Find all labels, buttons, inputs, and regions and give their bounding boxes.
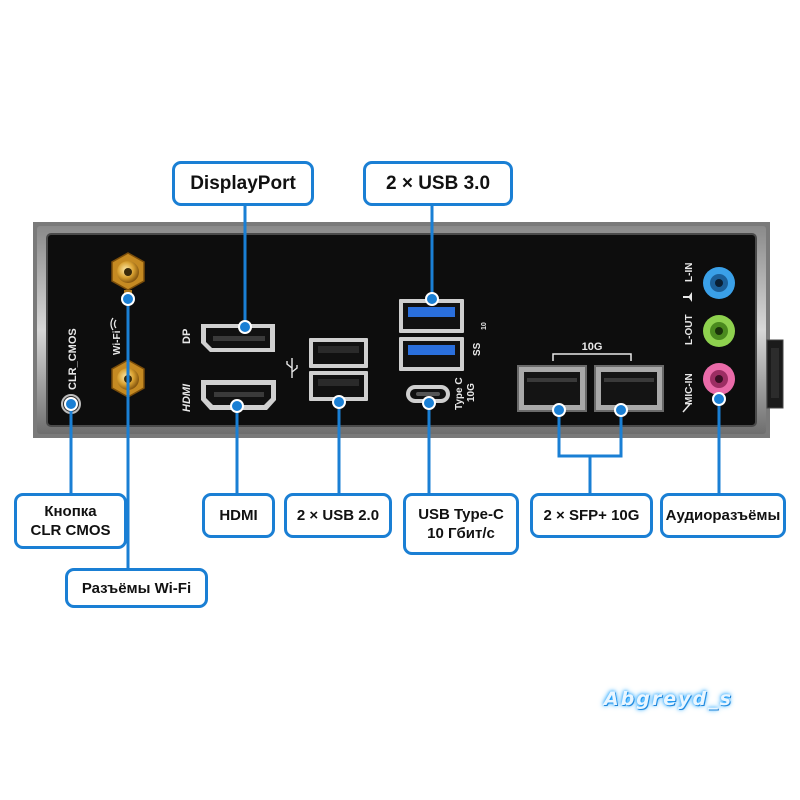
speaker-icon [683, 292, 692, 302]
sfp-group-panel-label: 10G [582, 341, 603, 353]
mic-in-panel-label: MIC-IN [684, 373, 695, 405]
leader-lines [69, 193, 721, 571]
line-out-panel-label: L-OUT [684, 314, 695, 345]
audio-jack-line-out[interactable] [703, 315, 735, 347]
leader-dots [64, 292, 726, 417]
usb3-callout-text: 2 × USB 3.0 [385, 172, 491, 194]
displayport-callout: DisplayPort [172, 161, 314, 206]
typec-panel-label: Type C [454, 377, 465, 410]
watermark-logo: Abgreyd_s [604, 688, 733, 710]
usb2-callout-text: 2 × USB 2.0 [296, 507, 380, 524]
hdmi-callout: HDMI [202, 493, 275, 538]
hdmi-port[interactable] [201, 380, 276, 410]
hdmi-callout-text: HDMI [219, 507, 258, 524]
audio-jack-mic-in[interactable] [703, 363, 735, 395]
sfp-port-left[interactable] [517, 365, 587, 412]
clr-cmos-callout-line2: CLR CMOS [30, 522, 111, 539]
audio-callout-text: Аудиоразъёмы [665, 507, 781, 524]
displayport-port[interactable] [201, 324, 275, 352]
usb-type-c-port[interactable] [406, 385, 450, 403]
wifi-callout-text: Разъёмы Wi-Fi [81, 579, 192, 597]
line-in-panel-label: L-IN [684, 263, 695, 282]
usb-type-c-callout: USB Type-C 10 Гбит/с [403, 493, 519, 555]
usb3-port-top[interactable] [399, 299, 464, 333]
sfp-callout: 2 × SFP+ 10G [530, 493, 653, 538]
usb-type-c-callout-line2: 10 Гбит/с [427, 525, 495, 542]
dp-panel-label: DP [181, 329, 193, 344]
microphone-icon [682, 403, 691, 413]
displayport-callout-text: DisplayPort [190, 172, 296, 194]
sfp-port-right[interactable] [594, 365, 664, 412]
ss-panel-label: SS [472, 342, 483, 356]
clr-cmos-callout: Кнопка CLR CMOS [14, 493, 127, 549]
ss-speed-label: 10 [481, 322, 488, 330]
usb-type-c-callout-line1: USB Type-C [418, 506, 504, 523]
hdmi-panel-label: HDMI [181, 383, 193, 412]
wifi-signal-icon [110, 317, 117, 331]
sfp-callout-text: 2 × SFP+ 10G [543, 507, 640, 524]
audio-callout: Аудиоразъёмы [660, 493, 786, 538]
usb2-port-top[interactable] [309, 338, 368, 368]
typec-speed-panel-label: 10G [466, 383, 477, 402]
sfp-group-bracket [552, 353, 632, 361]
clr-cmos-callout-line1: Кнопка [44, 503, 97, 520]
usb2-port-bottom[interactable] [309, 371, 368, 401]
usb2-callout: 2 × USB 2.0 [284, 493, 392, 538]
usb3-port-bottom[interactable] [399, 337, 464, 371]
audio-jack-line-in[interactable] [703, 267, 735, 299]
wifi-panel-label: Wi-Fi [112, 330, 123, 355]
usb3-callout: 2 × USB 3.0 [363, 161, 513, 206]
wifi-callout: Разъёмы Wi-Fi [65, 568, 208, 608]
usb-trident-icon [286, 358, 298, 378]
clr-cmos-panel-label: CLR_CMOS [67, 328, 79, 390]
